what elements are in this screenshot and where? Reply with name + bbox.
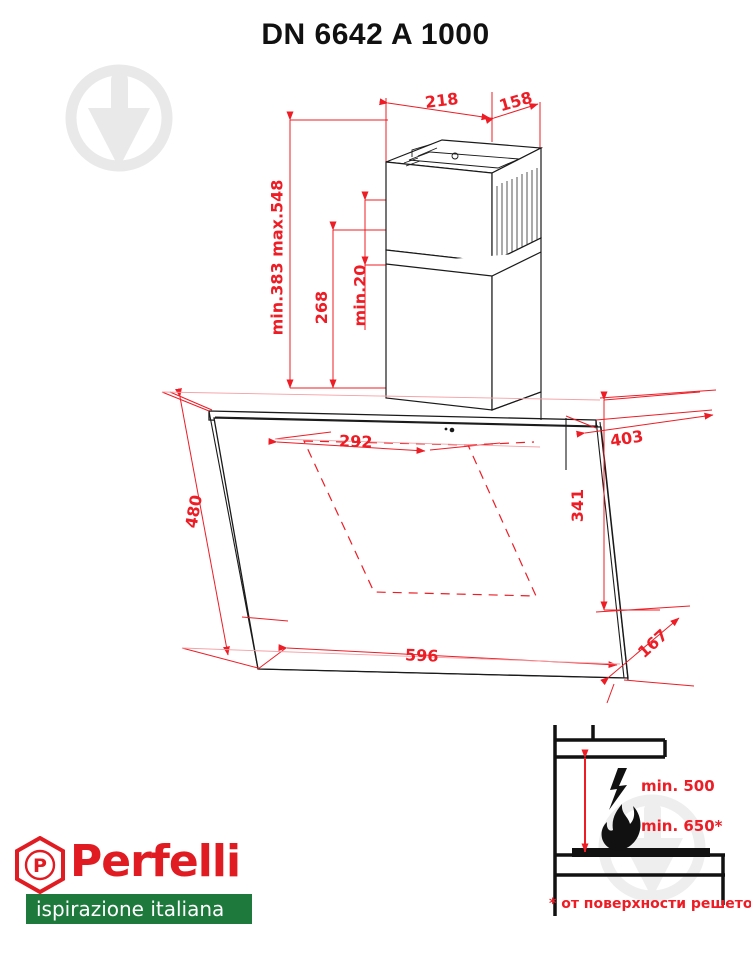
hood-canopy-body [208,410,629,679]
dimension-label-canopy-width: 596 [404,645,439,666]
brand-logo: P Perfelli ispirazione italiana [14,832,254,940]
perfelli-hexagon-icon: P [15,836,65,894]
hidden-filter-outline [303,440,537,597]
chimney-height-dimension-lines [286,111,390,389]
dimension-label-canopy-vertical: 341 [568,488,588,523]
brand-tagline-banner: ispirazione italiana [26,894,252,924]
chimney-lower-section [385,237,542,411]
clearance-label-gas: min. 650* [641,817,723,835]
chimney-top-bracket-detail [403,143,520,169]
page-title: DN 6642 A 1000 [261,18,490,51]
lightning-bolt-icon [609,768,627,810]
flame-icon [601,804,641,851]
dimension-label-chimney-height-range: min.383 max.548 [267,179,287,336]
brand-tagline: ispirazione italiana [36,897,225,921]
clearance-label-electric: min. 500 [641,777,715,795]
dimension-label-chimney-min-gap: min.20 [350,264,370,327]
dimension-label-chimney-top-width: 218 [423,89,460,112]
perfelli-monogram: P [33,855,47,877]
chimney-upper-section [385,139,544,263]
clearance-footnote: * от поверхности решеток [549,896,751,912]
brand-name: Perfelli [70,836,241,887]
chimney-vent-slats [496,168,538,258]
canopy-dimension-lines [161,388,717,704]
hood-control-detail [444,427,455,433]
canopy-guide-rails [161,391,621,665]
dimension-label-canopy-top-inner: 292 [338,431,373,452]
clearance-diagram [553,725,725,916]
watermark-top-left [65,64,173,172]
dimension-label-chimney-lower-height: 268 [312,290,332,325]
hood-right-body [491,391,567,470]
